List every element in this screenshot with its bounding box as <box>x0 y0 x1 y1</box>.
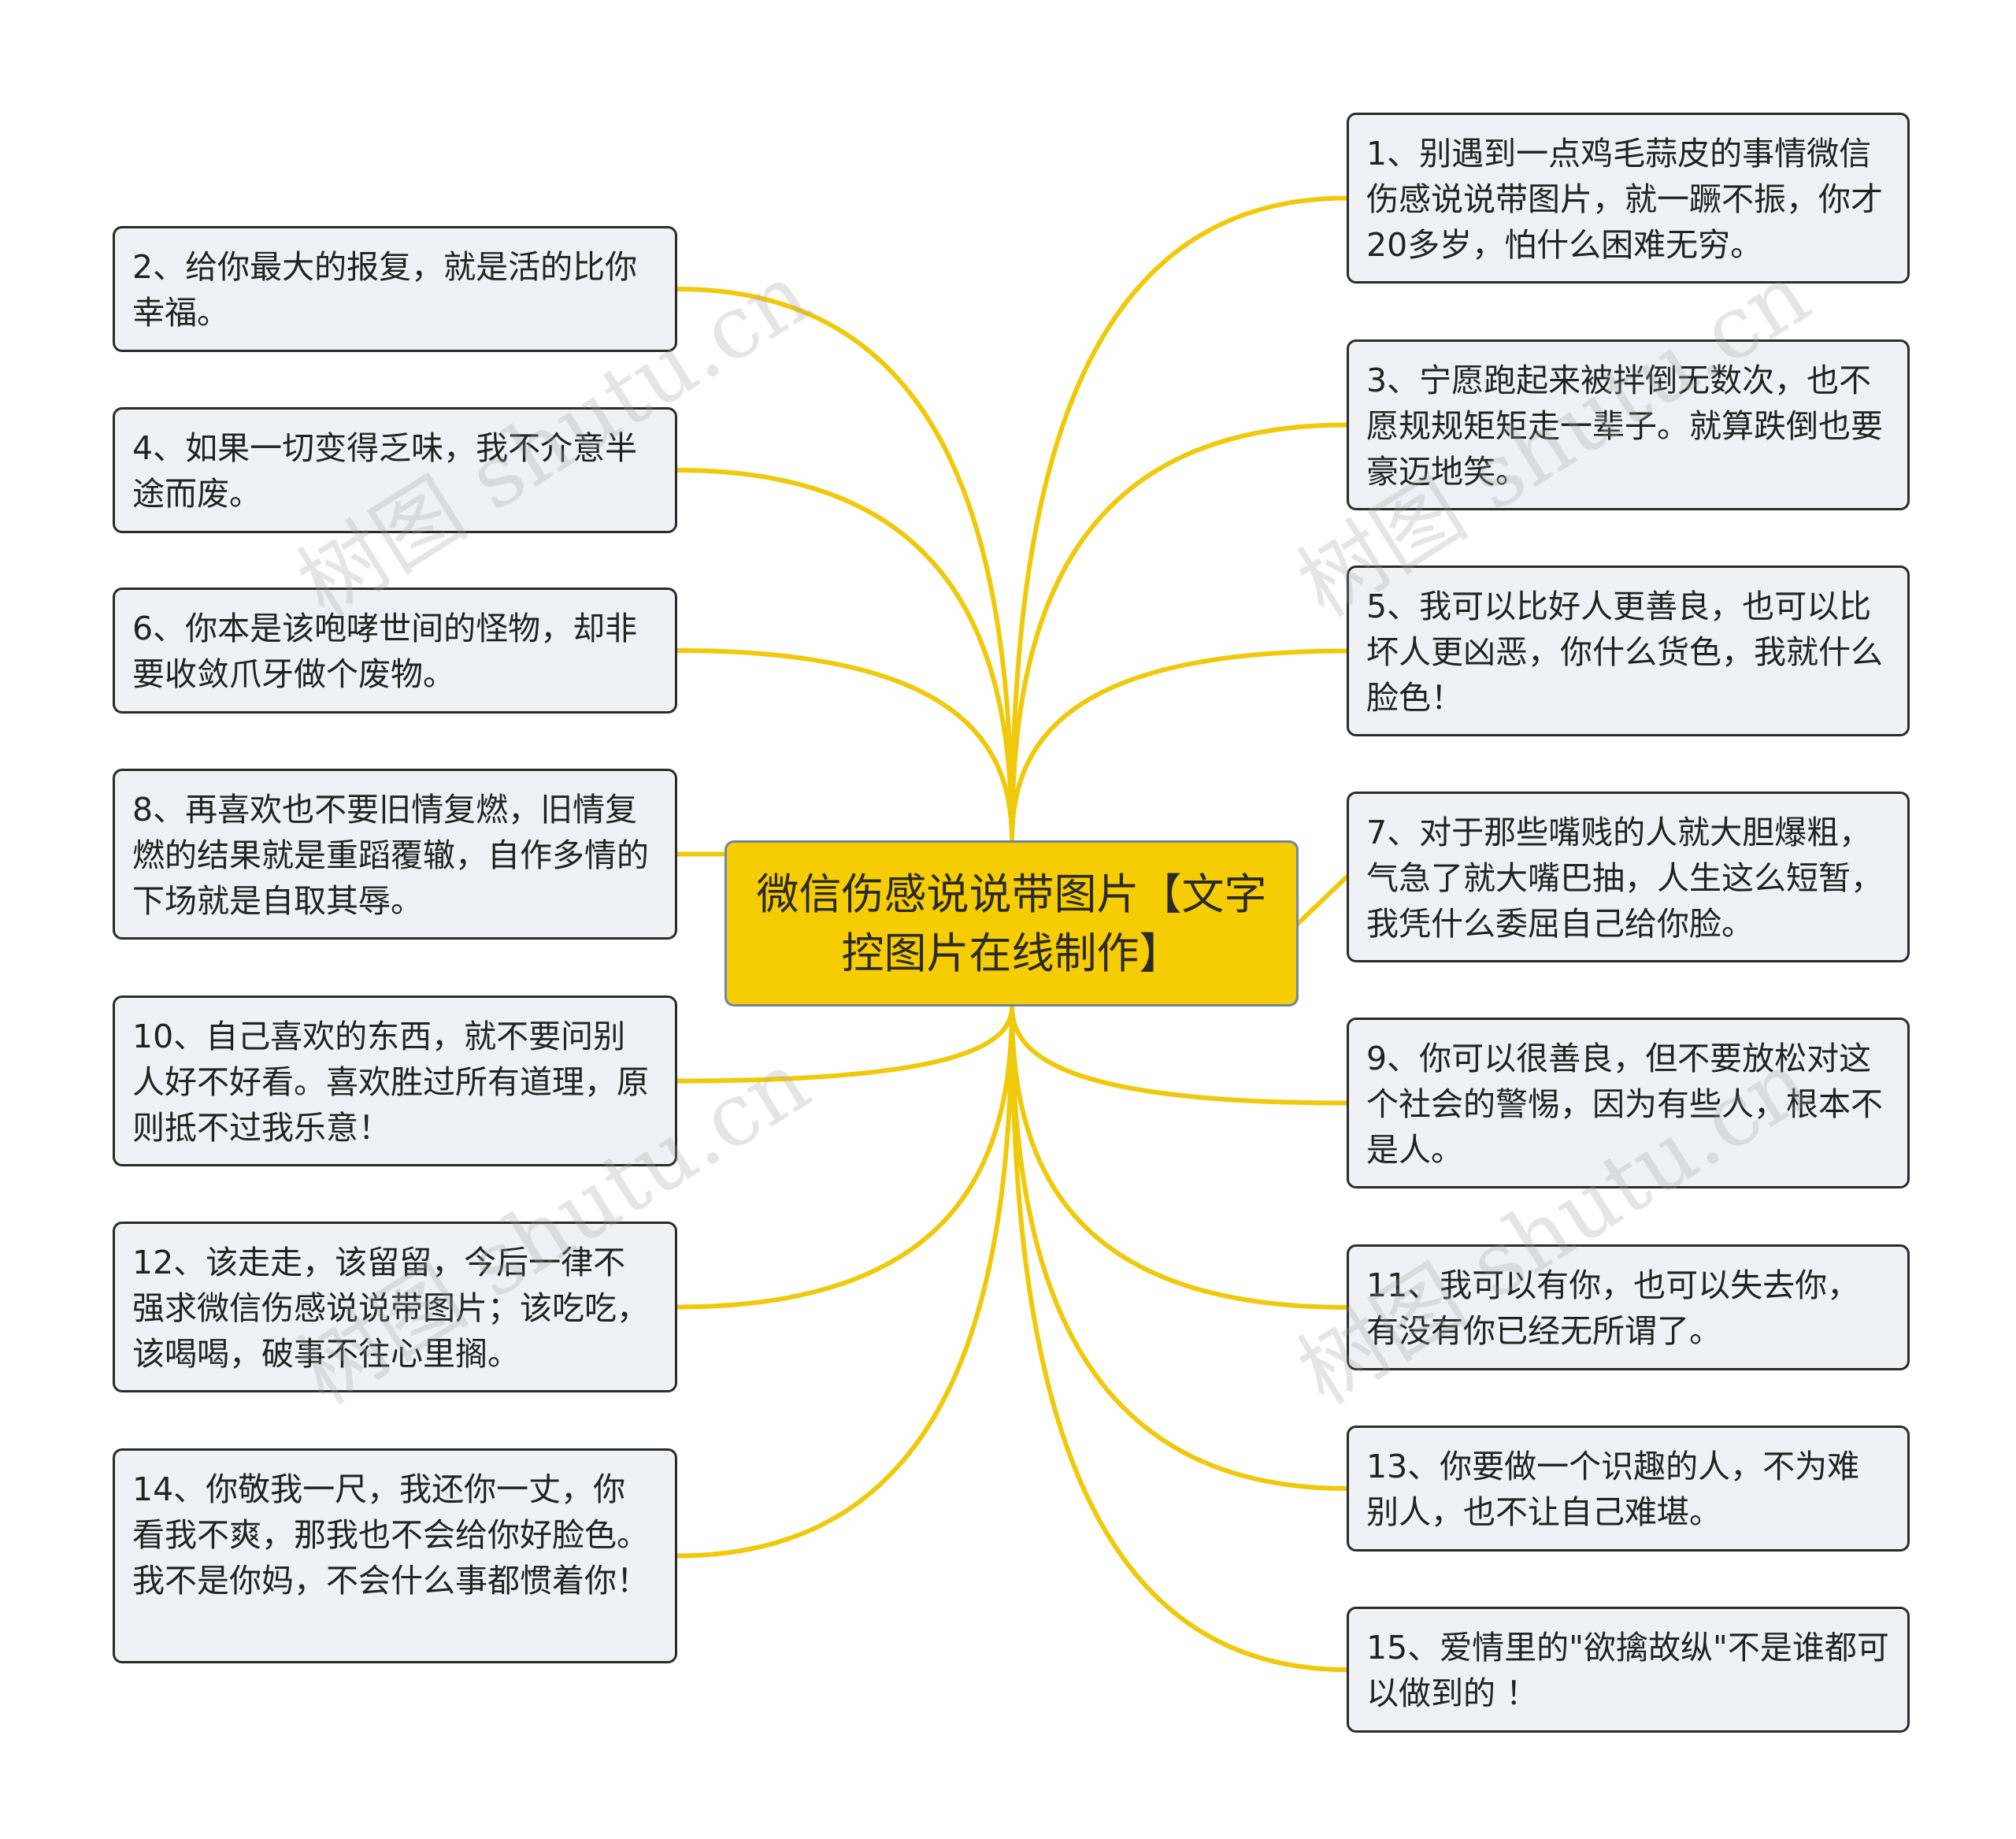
node-text: 11、我可以有你，也可以失去你，有没有你已经无所谓了。 <box>1366 1266 1860 1350</box>
right-node-7-link <box>1296 874 1349 925</box>
central-topic-label: 微信伤感说说带图片【文字控图片在线制作】 <box>756 869 1267 978</box>
right-node-15[interactable]: 15、爱情里的"欲擒故纵"不是谁都可以做到的 ！ <box>1347 1607 1910 1733</box>
left-node-12[interactable]: 12、该走走，该留留，今后一律不强求微信伤感说说带图片；该吃吃，该喝喝，破事不往… <box>113 1222 677 1392</box>
right-node-7[interactable]: 7、对于那些嘴贱的人就大胆爆粗，气急了就大嘴巴抽，人生这么短暂，我凭什么委屈自己… <box>1347 792 1910 962</box>
node-text: 2、给你最大的报复，就是活的比你幸福。 <box>132 248 638 332</box>
right-node-5[interactable]: 5、我可以比好人更善良，也可以比坏人更凶恶，你什么货色，我就什么脸色！ <box>1347 565 1910 736</box>
node-text: 13、你要做一个识趣的人，不为难别人，也不让自己难堪。 <box>1366 1448 1860 1531</box>
left-node-12-link <box>675 1004 1014 1310</box>
right-node-9[interactable]: 9、你可以很善良，但不要放松对这个社会的警惕，因为有些人，根本不是人。 <box>1347 1018 1910 1188</box>
left-node-2[interactable]: 2、给你最大的报复，就是活的比你幸福。 <box>113 226 677 352</box>
right-node-1-link <box>1010 195 1349 843</box>
right-node-13-link <box>1010 1004 1349 1491</box>
node-text: 12、该走走，该留留，今后一律不强求微信伤感说说带图片；该吃吃，该喝喝，破事不往… <box>132 1244 649 1373</box>
left-node-4[interactable]: 4、如果一切变得乏味，我不介意半途而废。 <box>113 407 677 533</box>
node-text: 1、别遇到一点鸡毛蒜皮的事情微信伤感说说带图片，就一蹶不振，你才20多岁，怕什么… <box>1366 135 1883 264</box>
node-text: 14、你敬我一尺，我还你一丈，你看我不爽，那我也不会给你好脸色。我不是你妈，不会… <box>132 1470 649 1600</box>
node-text: 15、爱情里的"欲擒故纵"不是谁都可以做到的 ！ <box>1366 1629 1889 1712</box>
left-node-4-link <box>675 468 1014 843</box>
left-node-10-link <box>675 1004 1014 1084</box>
node-text: 10、自己喜欢的东西，就不要问别人好不好看。喜欢胜过所有道理，原则抵不过我乐意！ <box>132 1018 649 1147</box>
right-node-5-link <box>1010 648 1349 843</box>
right-node-11-link <box>1010 1004 1349 1310</box>
left-node-2-link <box>675 287 1014 843</box>
right-node-3[interactable]: 3、宁愿跑起来被拌倒无数次，也不愿规规矩矩走一辈子。就算跌倒也要豪迈地笑。 <box>1347 339 1910 510</box>
node-text: 5、我可以比好人更善良，也可以比坏人更凶恶，你什么货色，我就什么脸色！ <box>1366 588 1883 717</box>
node-text: 4、如果一切变得乏味，我不介意半途而废。 <box>132 429 638 513</box>
right-node-1[interactable]: 1、别遇到一点鸡毛蒜皮的事情微信伤感说说带图片，就一蹶不振，你才20多岁，怕什么… <box>1347 113 1910 284</box>
left-node-14-link <box>675 1004 1014 1559</box>
node-text: 7、对于那些嘴贱的人就大胆爆粗，气急了就大嘴巴抽，人生这么短暂，我凭什么委屈自己… <box>1366 814 1883 943</box>
left-node-10[interactable]: 10、自己喜欢的东西，就不要问别人好不好看。喜欢胜过所有道理，原则抵不过我乐意！ <box>113 996 677 1166</box>
left-node-6[interactable]: 6、你本是该咆哮世间的怪物，却非要收敛爪牙做个废物。 <box>113 588 677 714</box>
node-text: 9、你可以很善良，但不要放松对这个社会的警惕，因为有些人，根本不是人。 <box>1366 1040 1883 1169</box>
left-node-8[interactable]: 8、再喜欢也不要旧情复燃，旧情复燃的结果就是重蹈覆辙，自作多情的下场就是自取其辱… <box>113 769 677 940</box>
right-node-11[interactable]: 11、我可以有你，也可以失去你，有没有你已经无所谓了。 <box>1347 1244 1910 1370</box>
right-node-3-link <box>1010 422 1349 843</box>
right-node-13[interactable]: 13、你要做一个识趣的人，不为难别人，也不让自己难堪。 <box>1347 1426 1910 1552</box>
node-text: 6、你本是该咆哮世间的怪物，却非要收敛爪牙做个废物。 <box>132 610 638 693</box>
right-node-9-link <box>1010 1004 1349 1106</box>
left-node-14[interactable]: 14、你敬我一尺，我还你一丈，你看我不爽，那我也不会给你好脸色。我不是你妈，不会… <box>113 1448 677 1663</box>
central-topic[interactable]: 微信伤感说说带图片【文字控图片在线制作】 <box>724 840 1299 1007</box>
right-node-15-link <box>1010 1004 1349 1672</box>
left-node-6-link <box>675 648 1014 843</box>
node-text: 8、再喜欢也不要旧情复燃，旧情复燃的结果就是重蹈覆辙，自作多情的下场就是自取其辱… <box>132 791 649 920</box>
node-text: 3、宁愿跑起来被拌倒无数次，也不愿规规矩矩走一辈子。就算跌倒也要豪迈地笑。 <box>1366 361 1883 491</box>
